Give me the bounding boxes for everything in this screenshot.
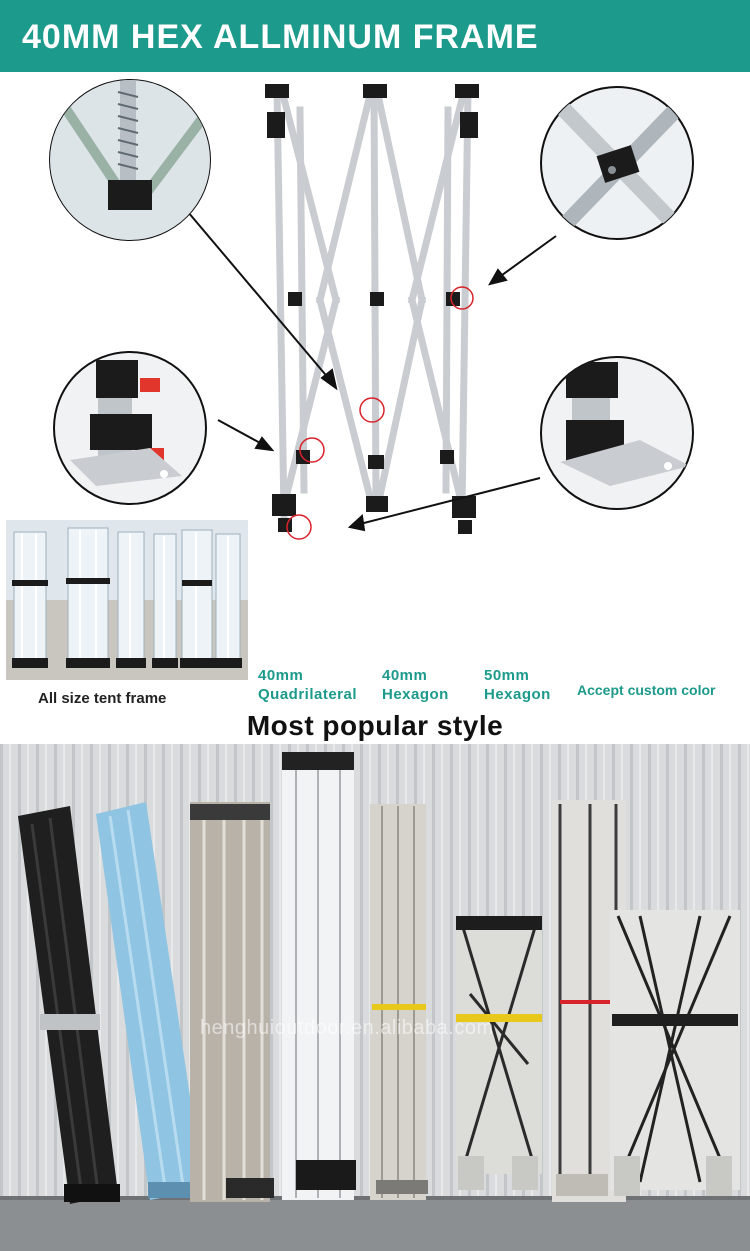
frame-wide-short: [610, 910, 740, 1196]
tube-size: 40mm: [382, 667, 428, 684]
callout-foot-right: [540, 356, 694, 510]
frame-silver-1: [190, 802, 274, 1202]
frames-lineup-photo: [0, 744, 750, 1251]
folded-frame: [265, 84, 479, 540]
frame-light-blue: [96, 802, 206, 1200]
pointer-arrows: [187, 211, 557, 532]
tube-size: 50mm: [484, 667, 530, 684]
callout-spring-pin: [49, 79, 211, 241]
callout-foot-left: [53, 351, 207, 505]
tube-label-50mm-hexagon: 50mm Hexagon: [484, 666, 551, 704]
callout-cross-bolt: [540, 86, 694, 240]
section-title: Most popular style: [246, 710, 504, 741]
frame-white: [282, 752, 356, 1200]
tube-size: 40mm: [258, 667, 304, 684]
photo-watermark: henghuioutdoor.en.alibaba.com: [200, 1017, 494, 1039]
folding-frame-illustration: [49, 79, 694, 540]
thumbnail-caption: All size tent frame: [38, 690, 167, 707]
tube-label-40mm-hexagon: 40mm Hexagon: [382, 666, 449, 704]
title-banner: 40MM HEX ALLMINUM FRAME: [0, 0, 750, 72]
tube-shape: Quadrilateral: [258, 686, 358, 703]
frame-silver-2: [370, 804, 428, 1200]
tube-shape: Hexagon: [382, 686, 449, 703]
tube-label-40mm-quadrilateral: 40mm Quadrilateral: [258, 666, 357, 704]
banner-title: 40MM HEX ALLMINUM FRAME: [22, 18, 539, 56]
tube-shape: Hexagon: [484, 686, 551, 703]
frame-black: [18, 806, 120, 1204]
all-size-frames-thumbnail: [6, 520, 248, 680]
custom-color-label: Accept custom color: [577, 682, 716, 698]
frame-short: [456, 916, 542, 1190]
